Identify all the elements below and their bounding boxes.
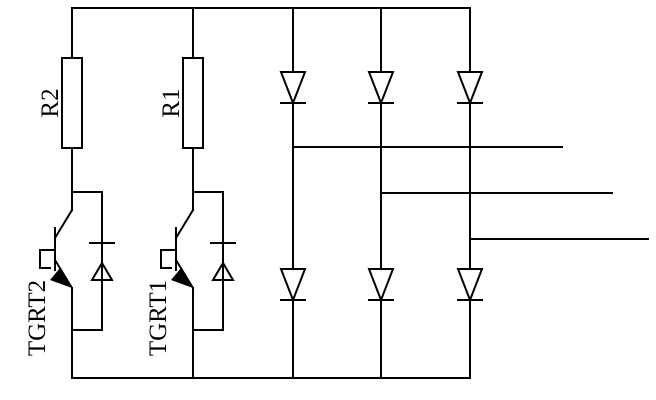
diode-upper-3 bbox=[456, 71, 484, 106]
diode-upper-1 bbox=[279, 71, 307, 106]
diode-lower-3 bbox=[456, 268, 484, 303]
gate-lead bbox=[39, 249, 56, 269]
transistor-tgrt2 bbox=[39, 191, 74, 331]
diode-upper-2 bbox=[367, 71, 395, 106]
resistor-label-r2: R2 bbox=[37, 88, 64, 117]
diode-bridge bbox=[279, 7, 649, 379]
diode-lower-2 bbox=[367, 268, 395, 303]
transistor-tgrt1 bbox=[160, 191, 195, 331]
branch-r1-tgrt1: R1 TGRT1 bbox=[145, 7, 236, 379]
freewheel-diode bbox=[210, 242, 236, 281]
diode-lower-1 bbox=[279, 268, 307, 303]
emitter-arrow-icon bbox=[171, 268, 193, 288]
transistor-label-tgrt2: TGRT2 bbox=[24, 280, 51, 356]
gate-lead bbox=[160, 249, 177, 269]
transistor-label-tgrt1: TGRT1 bbox=[145, 280, 172, 356]
resistor-r1 bbox=[182, 57, 204, 149]
resistor-r2 bbox=[61, 57, 83, 149]
freewheel-diode bbox=[89, 242, 115, 281]
emitter-arrow-icon bbox=[50, 268, 72, 288]
resistor-label-r1: R1 bbox=[158, 88, 185, 117]
branch-r2-tgrt2: R2 TGRT2 bbox=[24, 7, 115, 379]
